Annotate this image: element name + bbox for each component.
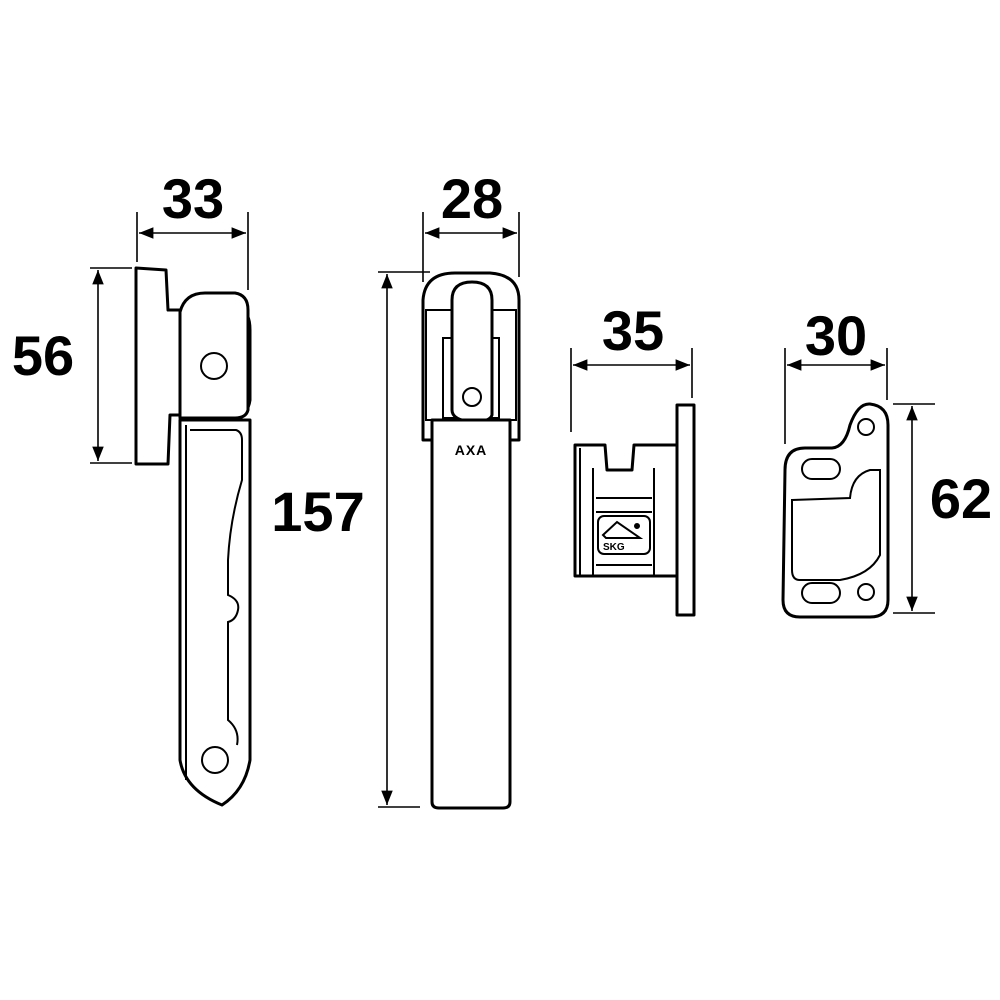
dim-label-30: 30 xyxy=(805,304,867,367)
strike-plate-front-view xyxy=(781,402,890,619)
skg-mark-icon xyxy=(601,520,644,539)
handle-side-view xyxy=(134,266,252,807)
dimension-lines xyxy=(90,212,935,808)
dim-label-56: 56 xyxy=(12,324,74,387)
dim-label-157: 157 xyxy=(271,480,364,543)
pivot-hole-icon xyxy=(200,352,228,380)
dim-label-62: 62 xyxy=(930,467,992,530)
axa-logo: AXA xyxy=(455,442,488,458)
handle-front-view: AXA xyxy=(421,271,521,810)
dim-label-35: 35 xyxy=(602,299,664,362)
keeper-side-view: SKG xyxy=(573,403,696,617)
skg-logo: SKG xyxy=(603,542,625,553)
dim-label-33: 33 xyxy=(162,167,224,230)
dim-label-28: 28 xyxy=(441,167,503,230)
